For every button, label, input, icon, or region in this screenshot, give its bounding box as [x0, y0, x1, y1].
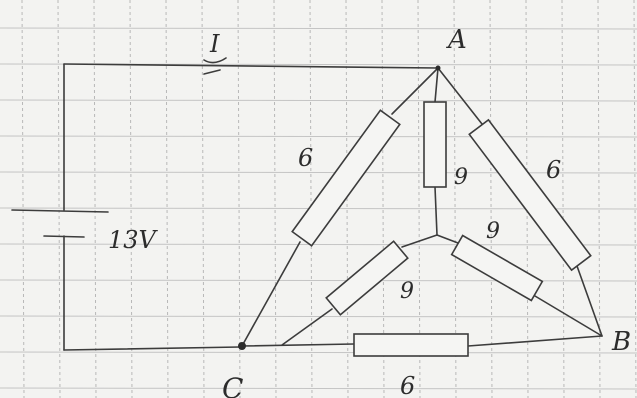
resistor-ab-value: 6 [546, 156, 561, 184]
grid-line [0, 135, 637, 138]
node-a-dot [435, 65, 441, 71]
grid-line [165, 0, 169, 398]
node-b-label: B [611, 327, 631, 357]
wire-center-bres [436, 234, 459, 244]
voltage-label: 13V [108, 226, 159, 254]
resistor-center-b-value: 9 [486, 219, 500, 244]
grid-line [129, 0, 133, 398]
node-a-label: A [446, 25, 467, 55]
grid-line [381, 0, 385, 398]
resistor-ca-value: 6 [298, 144, 313, 172]
grid-line [0, 243, 637, 246]
grid-line [0, 27, 637, 30]
wire-top [63, 63, 439, 69]
grid-line [309, 0, 313, 398]
grid-line [561, 0, 565, 398]
grid-line [93, 0, 97, 398]
grid-line [57, 0, 61, 398]
resistor-center-a [423, 101, 447, 188]
grid-line [633, 0, 637, 398]
wire-center-cres [401, 234, 438, 248]
node-c-label: C [222, 372, 243, 398]
wire-ca-c [241, 241, 301, 347]
current-arrow [203, 57, 227, 75]
resistor-ab [468, 118, 592, 272]
resistor-cb-value: 6 [400, 372, 415, 398]
wire-a-ca [391, 67, 439, 115]
battery-symbol [11, 209, 109, 238]
wires [63, 63, 603, 351]
grid-line [0, 171, 637, 174]
resistor-center-c-value: 9 [400, 279, 414, 304]
grid-line [489, 0, 493, 398]
grid-line [417, 0, 421, 398]
grid-line [0, 315, 637, 318]
wire-bres-b [534, 295, 603, 337]
resistor-cb [353, 333, 469, 357]
grid-line [201, 0, 205, 398]
current-label: I [209, 30, 220, 58]
resistor-center-a-value: 9 [454, 165, 468, 190]
wire-c-cb [241, 343, 355, 347]
resistor-center-b [450, 234, 544, 302]
grid-line [453, 0, 457, 398]
resistor-center-c [325, 240, 409, 316]
wire-a-center [434, 67, 439, 103]
resistor-ca [291, 109, 401, 247]
resistors [291, 101, 592, 357]
grid-line [597, 0, 601, 398]
wire-a-ab [437, 67, 483, 125]
wire-cres-c [281, 308, 333, 346]
wire-cb-b [467, 335, 603, 347]
grid-line [237, 0, 241, 398]
wire-center-res-center [434, 186, 438, 236]
grid-line [21, 0, 25, 398]
grid-line [273, 0, 277, 398]
grid-line [0, 351, 637, 354]
wire-ab-b [576, 265, 603, 337]
grid-line [0, 99, 637, 102]
grid-line [0, 387, 637, 390]
wire-bottom [63, 346, 241, 351]
node-c-dot [238, 342, 246, 350]
